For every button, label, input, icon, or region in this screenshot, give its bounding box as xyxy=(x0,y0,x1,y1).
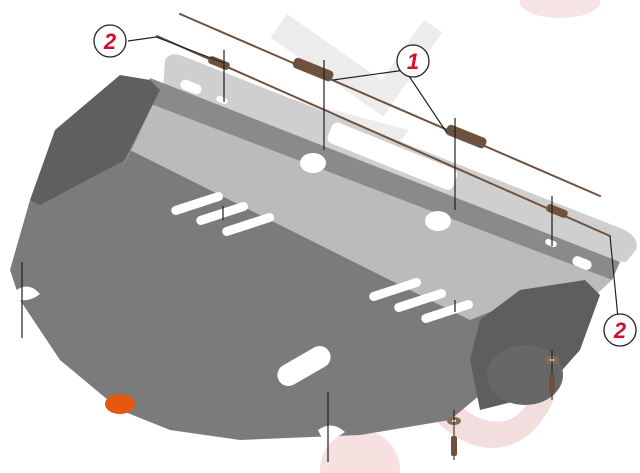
skid-plate xyxy=(10,54,637,440)
keyhole-right xyxy=(425,211,451,231)
callout-label: 1 xyxy=(407,49,419,74)
left-side-panel xyxy=(30,75,160,205)
front-bracket-right xyxy=(445,124,487,149)
callout-2-right: 2 xyxy=(603,313,637,347)
callout-2-left: 2 xyxy=(93,24,127,58)
right-panel-boss xyxy=(487,345,563,405)
watermark-fragment xyxy=(320,430,400,473)
left-notch xyxy=(14,286,40,301)
bolt-right xyxy=(545,350,559,400)
leader-2-right xyxy=(609,235,619,319)
callout-label: 2 xyxy=(103,29,117,54)
rear-hole-left xyxy=(180,79,202,95)
callout-1: 1 xyxy=(396,44,430,78)
rear-hole-left-small xyxy=(216,95,228,105)
front-bracket-left xyxy=(292,57,334,82)
keyhole-left xyxy=(300,153,326,173)
rear-hole-right xyxy=(572,256,592,270)
rear-hole-right-small xyxy=(545,238,557,248)
mounting-rods xyxy=(156,13,611,237)
drain-plug xyxy=(105,394,135,414)
leader-1-b xyxy=(404,69,448,134)
vent-slots-right xyxy=(369,278,474,323)
leader-2-left xyxy=(127,36,225,64)
rod-lower xyxy=(156,35,611,237)
plate-groove-band xyxy=(140,78,620,280)
center-long-slot xyxy=(327,122,458,190)
plate-main-surface xyxy=(10,150,520,440)
leader-lines xyxy=(127,36,619,319)
leader-1-a xyxy=(332,69,406,81)
vent-slots-left xyxy=(171,192,275,236)
callout-label: 2 xyxy=(613,318,627,343)
lower-oval-slot xyxy=(277,346,331,386)
plate-mid-section xyxy=(130,100,612,320)
watermark-fragment-top xyxy=(520,0,600,18)
bottom-notch xyxy=(318,425,345,439)
assembly-axis-lines xyxy=(21,50,553,462)
rod-upper xyxy=(179,13,601,197)
bolt-bottom xyxy=(447,410,461,460)
